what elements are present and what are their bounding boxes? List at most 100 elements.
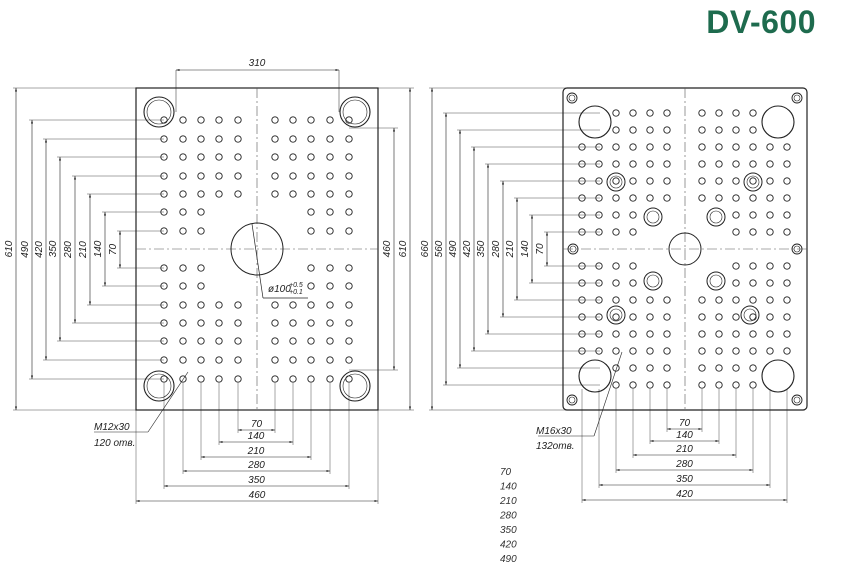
threaded-hole — [234, 116, 242, 124]
threaded-hole — [749, 262, 757, 270]
tie-bar-hole — [761, 105, 795, 139]
threaded-hole — [646, 313, 654, 321]
threaded-hole — [271, 319, 279, 327]
threaded-hole — [663, 381, 671, 389]
mounting-hole — [791, 243, 803, 255]
threaded-hole — [197, 135, 205, 143]
threaded-hole — [197, 208, 205, 216]
threaded-hole — [179, 153, 187, 161]
threaded-hole — [271, 135, 279, 143]
threaded-hole — [715, 143, 723, 151]
left-vertical-dimension-label: 140 — [93, 240, 104, 257]
threaded-hole — [783, 330, 791, 338]
right-corner-holes — [566, 92, 803, 406]
top-dimension-label: 310 — [249, 58, 266, 69]
threaded-hole — [612, 262, 620, 270]
left-threaded-hole-grid — [160, 116, 353, 383]
ejector-hole-inner — [646, 210, 660, 224]
tie-bar-hole — [339, 370, 371, 402]
threaded-hole — [215, 153, 223, 161]
threaded-hole — [766, 160, 774, 168]
mounting-hole — [566, 92, 578, 104]
threaded-hole — [271, 356, 279, 364]
threaded-hole — [197, 282, 205, 290]
threaded-hole — [289, 153, 297, 161]
threaded-hole — [326, 227, 334, 235]
right-vertical-dimension-label: 210 — [505, 240, 516, 258]
threaded-hole — [749, 143, 757, 151]
threaded-hole — [629, 313, 637, 321]
threaded-hole — [612, 143, 620, 151]
left-holes-count: 120 отв. — [94, 438, 135, 449]
threaded-hole — [749, 177, 757, 185]
threaded-hole — [766, 296, 774, 304]
threaded-hole — [629, 330, 637, 338]
threaded-hole — [715, 160, 723, 168]
threaded-hole — [646, 347, 654, 355]
threaded-hole — [629, 160, 637, 168]
threaded-hole — [732, 279, 740, 287]
threaded-hole — [326, 337, 334, 345]
threaded-hole — [289, 356, 297, 364]
threaded-hole — [215, 375, 223, 383]
threaded-hole — [179, 356, 187, 364]
threaded-hole — [612, 109, 620, 117]
stacked-value: 140 — [500, 482, 517, 493]
left-bottom-dimension-label: 280 — [247, 460, 265, 471]
ejector-hole — [743, 172, 763, 192]
right-vertical-dimension-label: 490 — [448, 240, 459, 257]
right-thread-label: M16x30 — [536, 426, 572, 437]
threaded-hole — [783, 347, 791, 355]
threaded-hole — [307, 208, 315, 216]
threaded-hole — [271, 337, 279, 345]
threaded-hole — [698, 347, 706, 355]
threaded-hole — [715, 126, 723, 134]
threaded-hole — [749, 296, 757, 304]
threaded-hole — [612, 347, 620, 355]
threaded-hole — [646, 296, 654, 304]
threaded-hole — [766, 211, 774, 219]
tie-bar-hole — [578, 359, 612, 393]
left-bottom-dimension-label: 210 — [247, 446, 265, 457]
threaded-hole — [345, 264, 353, 272]
threaded-hole — [271, 375, 279, 383]
threaded-hole — [197, 319, 205, 327]
ejector-hole-inner — [609, 175, 623, 189]
threaded-hole — [783, 177, 791, 185]
threaded-hole — [698, 194, 706, 202]
threaded-hole — [197, 227, 205, 235]
threaded-hole — [715, 296, 723, 304]
threaded-hole — [698, 330, 706, 338]
right-vertical-dimension-label: 420 — [462, 240, 473, 257]
ejector-hole-inner — [743, 308, 757, 322]
threaded-hole — [715, 381, 723, 389]
threaded-hole — [612, 194, 620, 202]
threaded-hole — [197, 375, 205, 383]
threaded-hole — [345, 227, 353, 235]
threaded-hole — [197, 153, 205, 161]
threaded-hole — [326, 190, 334, 198]
threaded-hole — [715, 177, 723, 185]
right-vertical-dimension-label: 660 — [420, 240, 431, 257]
left-vertical-dimension-label: 280 — [63, 241, 74, 259]
threaded-hole — [766, 279, 774, 287]
mounting-hole-inner — [793, 396, 801, 404]
threaded-hole — [612, 177, 620, 185]
threaded-hole — [215, 319, 223, 327]
threaded-hole — [732, 347, 740, 355]
threaded-hole — [345, 153, 353, 161]
threaded-hole — [345, 282, 353, 290]
threaded-hole — [612, 330, 620, 338]
tie-bar-hole-inner — [342, 373, 368, 399]
mounting-hole-inner — [569, 245, 577, 253]
threaded-hole — [234, 337, 242, 345]
tie-bar-hole — [143, 96, 175, 128]
right-vertical-dimension-label: 350 — [476, 240, 487, 257]
threaded-hole — [663, 126, 671, 134]
threaded-hole — [715, 330, 723, 338]
threaded-hole — [715, 364, 723, 372]
right-bottom-dimension-label: 280 — [675, 459, 693, 470]
tie-bar-hole — [143, 370, 175, 402]
